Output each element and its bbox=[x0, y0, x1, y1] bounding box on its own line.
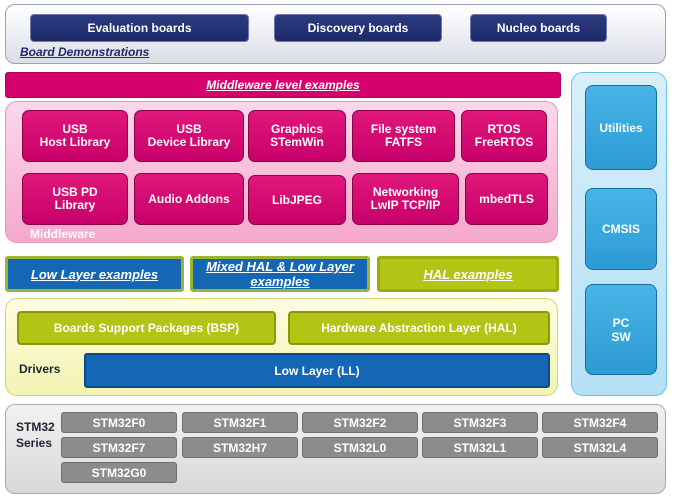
box-line1: Graphics bbox=[270, 122, 323, 136]
evaluation-boards-box[interactable]: Evaluation boards bbox=[30, 14, 249, 42]
box-line2: FreeRTOS bbox=[474, 135, 534, 149]
box-line1: LibJPEG bbox=[271, 192, 322, 207]
audio-addons-box[interactable]: Audio Addons bbox=[134, 173, 244, 225]
cmsis-box[interactable]: CMSIS bbox=[585, 188, 657, 270]
chip-stm32f2[interactable]: STM32F2 bbox=[302, 412, 418, 433]
libjpeg-box[interactable]: LibJPEG bbox=[248, 175, 346, 225]
box-line2: Device Library bbox=[147, 135, 231, 149]
box-line1: USB PD bbox=[52, 185, 98, 199]
box-line1: mbedTLS bbox=[479, 191, 534, 206]
chip-stm32f3[interactable]: STM32F3 bbox=[422, 412, 538, 433]
box-line2: Library bbox=[54, 198, 96, 212]
low-layer-examples-button[interactable]: Low Layer examples bbox=[5, 256, 184, 292]
chip-stm32f1[interactable]: STM32F1 bbox=[182, 412, 298, 433]
chip-stm32f4[interactable]: STM32F4 bbox=[542, 412, 658, 433]
series-label-line2: Series bbox=[16, 436, 53, 450]
mbedtls-box[interactable]: mbedTLS bbox=[465, 173, 548, 225]
box-line2: STemWin bbox=[270, 135, 324, 149]
drivers-label: Drivers bbox=[19, 362, 61, 376]
box-line1: File system bbox=[370, 122, 437, 136]
pc-line: PC bbox=[612, 315, 630, 330]
stm32-series-label: STM32 Series bbox=[16, 419, 55, 451]
chip-stm32l0[interactable]: STM32L0 bbox=[302, 437, 418, 458]
board-demonstrations-title[interactable]: Board Demonstrations bbox=[20, 45, 150, 59]
box-line1: Audio Addons bbox=[148, 191, 230, 206]
box-line2: Host Library bbox=[39, 135, 111, 149]
hal-examples-button[interactable]: HAL examples bbox=[377, 256, 559, 292]
series-label-line1: STM32 bbox=[16, 420, 55, 434]
bsp-box[interactable]: Boards Support Packages (BSP) bbox=[17, 311, 276, 345]
box-line2: FATFS bbox=[384, 135, 423, 149]
box-line1: USB bbox=[176, 122, 202, 136]
sw-line: SW bbox=[611, 329, 631, 344]
discovery-boards-box[interactable]: Discovery boards bbox=[274, 14, 442, 42]
box-line1: Networking bbox=[372, 185, 439, 199]
chip-stm32f7[interactable]: STM32F7 bbox=[61, 437, 177, 458]
mixed-line1: Mixed HAL & Low Layer bbox=[206, 259, 354, 274]
chip-stm32g0[interactable]: STM32G0 bbox=[61, 462, 177, 483]
middleware-level-examples-bar[interactable]: Middleware level examples bbox=[5, 72, 561, 98]
chip-stm32l4[interactable]: STM32L4 bbox=[542, 437, 658, 458]
chip-stm32f0[interactable]: STM32F0 bbox=[61, 412, 177, 433]
chip-stm32h7[interactable]: STM32H7 bbox=[182, 437, 298, 458]
mixed-line2: examples bbox=[250, 274, 310, 289]
box-line1: RTOS bbox=[487, 122, 521, 136]
hal-box[interactable]: Hardware Abstraction Layer (HAL) bbox=[288, 311, 550, 345]
middleware-label: Middleware bbox=[30, 227, 96, 241]
box-line1: USB bbox=[62, 122, 88, 136]
utilities-box[interactable]: Utilities bbox=[585, 85, 657, 170]
chip-stm32l1[interactable]: STM32L1 bbox=[422, 437, 538, 458]
low-layer-ll-box[interactable]: Low Layer (LL) bbox=[84, 353, 550, 388]
box-line2: LwIP TCP/IP bbox=[370, 198, 441, 212]
nucleo-boards-box[interactable]: Nucleo boards bbox=[470, 14, 607, 42]
